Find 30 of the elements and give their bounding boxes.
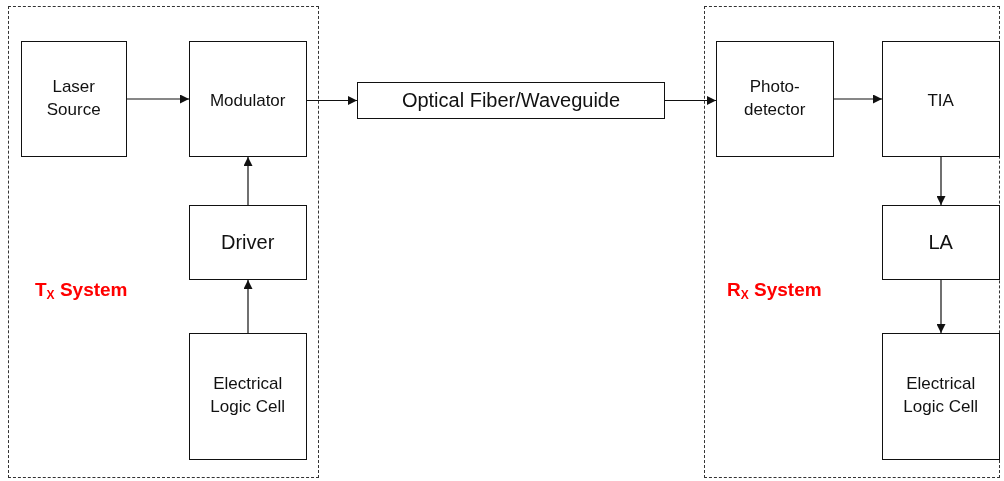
block-label: Electrical Logic Cell: [902, 373, 979, 419]
process-box: [188, 204, 307, 280]
arrow: [243, 156, 253, 206]
process-box: [715, 40, 834, 157]
block-label: Modulator: [209, 89, 286, 112]
block-label: TIA: [927, 89, 954, 112]
arrow: [936, 279, 946, 334]
system-boundary: [704, 6, 1000, 478]
process-box: [357, 82, 665, 119]
block-label: Electrical Logic Cell: [209, 373, 286, 419]
process-box: [881, 40, 1000, 157]
process-box: [881, 332, 1000, 460]
arrow: [243, 279, 253, 334]
system-label: R$_{X}$ System: [727, 279, 822, 302]
process-box: [188, 40, 307, 157]
arrow: [664, 96, 717, 105]
arrow: [306, 96, 358, 105]
block-label: Driver: [221, 229, 275, 255]
arrow: [126, 94, 190, 104]
arrow: [936, 156, 946, 206]
block-label: Laser Source: [45, 75, 102, 121]
block-label: Optical Fiber/Waveguide: [401, 88, 621, 113]
system-label: T$_{X}$ System: [35, 279, 128, 302]
process-box: [881, 204, 1000, 280]
block-label: LA: [928, 229, 953, 255]
system-boundary: [8, 6, 319, 478]
process-box: [20, 40, 127, 157]
arrow: [833, 94, 883, 104]
process-box: [188, 332, 307, 460]
block-label: Photo- detector: [742, 75, 807, 121]
